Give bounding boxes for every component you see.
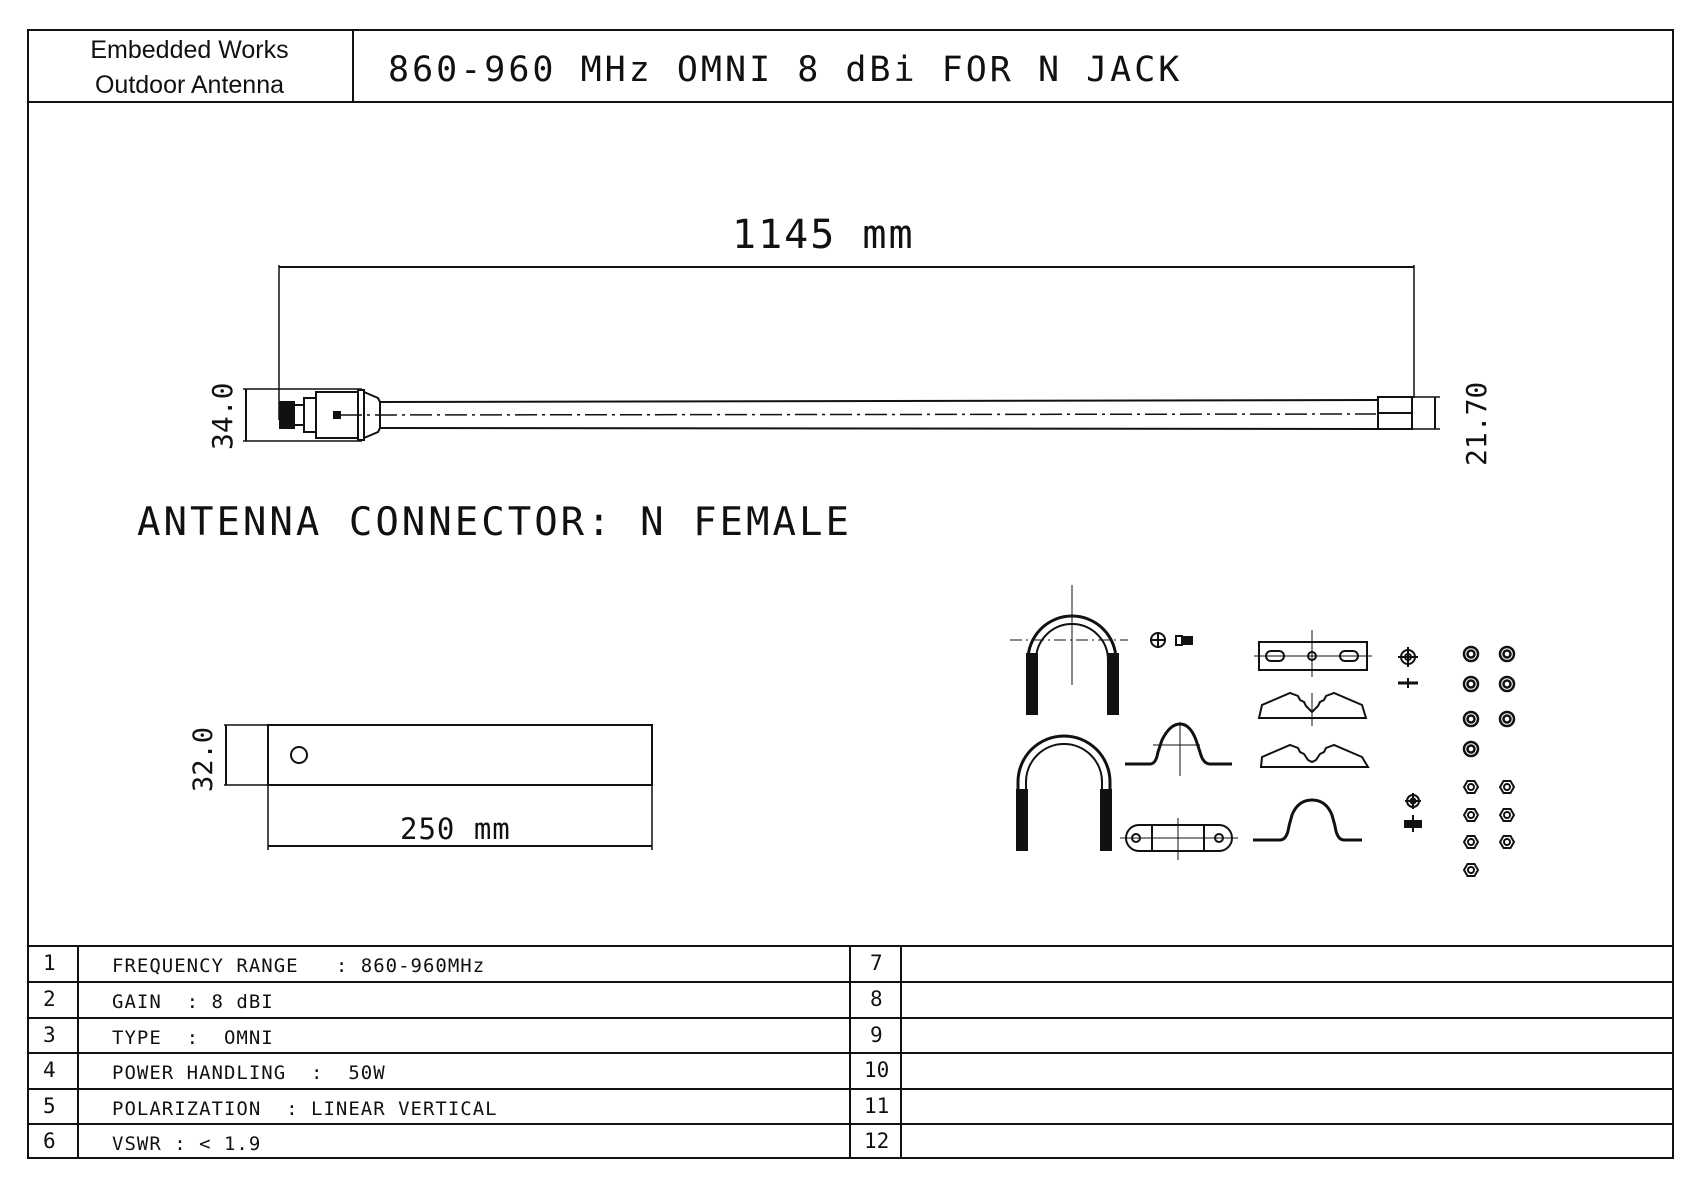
spec-text: POWER HANDLING : 50W [112, 1062, 386, 1084]
bracket-plate-illustration [224, 724, 653, 850]
length-dimension [278, 265, 1415, 420]
antenna-length-label: 1145 mm [732, 212, 915, 258]
connector-diameter-dimension [243, 388, 362, 442]
clamp-saddle-icon [1125, 722, 1232, 776]
hex-nuts-icon [1462, 780, 1516, 877]
brand-line-2: Outdoor Antenna [94, 71, 285, 99]
clamp-plate-icon [1120, 818, 1238, 860]
bolt-icon [1398, 647, 1418, 688]
header-column-divider [352, 29, 354, 102]
u-bolt-large-icon [1010, 585, 1128, 715]
row-number: 2 [43, 987, 56, 1011]
row-number: 10 [864, 1058, 890, 1082]
drawing-title: 860-960 MHz ΟMNI 8 dBi FΟR N JACK [388, 50, 1183, 90]
row-number: 6 [43, 1129, 56, 1153]
row-number: 7 [870, 951, 883, 975]
spec-text: VSWR : < 1.9 [112, 1133, 262, 1155]
spec-text: GAIN : 8 dBI [112, 991, 274, 1013]
row-number: 3 [43, 1023, 56, 1047]
bracket-length-label: 250 mm [400, 812, 511, 846]
washers-icon [1462, 645, 1516, 758]
row-number: 12 [864, 1129, 890, 1153]
screw-icon [1150, 632, 1193, 648]
spec-text: TYPE : ΟMNI [112, 1027, 274, 1049]
antenna-illustration [279, 389, 1440, 441]
connector-diameter-label: 34.0 [206, 382, 239, 450]
row-number: 8 [870, 987, 883, 1011]
saddle-clamp-icon [1253, 798, 1362, 842]
spec-text: FREQUENCY RANGE : 860-960MHz [112, 955, 486, 977]
row-number: 4 [43, 1058, 56, 1082]
table-column-divider [849, 945, 851, 1159]
table-column-divider [900, 945, 902, 1159]
v-block-upper-icon [1257, 691, 1368, 726]
header-divider [27, 101, 1674, 103]
u-bolt-small-icon [1016, 734, 1112, 851]
brand-line-1: Embedded Works [90, 36, 289, 64]
table-column-divider [77, 945, 79, 1159]
row-number: 11 [864, 1094, 890, 1118]
brand-block: Embedded Works Outdoor Antenna [27, 33, 352, 103]
connector-note: ANTENNA CONNECTOR: N FEMALE [137, 500, 852, 545]
v-block-lower-icon [1259, 743, 1370, 768]
slotted-plate-icon [1254, 630, 1372, 677]
row-number: 5 [43, 1094, 56, 1118]
bracket-width-label: 32.0 [188, 726, 219, 792]
row-number: 1 [43, 951, 56, 975]
tip-diameter-label: 21.70 [1460, 381, 1493, 466]
row-number: 9 [870, 1023, 883, 1047]
bolt-small-icon [1404, 793, 1422, 832]
spec-text: POLARIZATION : LINEAR VERTICAL [112, 1098, 498, 1120]
